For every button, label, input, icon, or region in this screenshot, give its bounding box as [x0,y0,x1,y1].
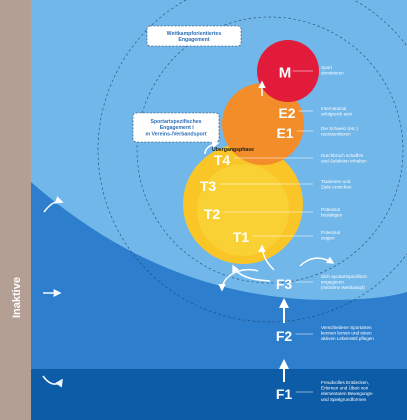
arrow-f3-up [258,244,275,271]
stage-code-e2: E2 [278,105,295,121]
stage-code-t4: T4 [214,152,231,168]
talent-sphere-glow [197,164,289,256]
elite-sphere [222,83,304,165]
dashed-orbit-outer [97,0,407,323]
arrow-t4-e1 [204,140,220,155]
inactive-sidebar [0,0,31,420]
foundation-band [31,369,407,420]
flow-arrow-top [43,196,64,213]
flow-arrow-bottom [42,375,63,388]
phase-label: Übergangsphase [212,146,254,153]
stage-code-t2: T2 [204,206,221,222]
inactive-label: Inaktive [11,277,23,318]
stage-code-f3: F3 [276,276,293,292]
stage-e1: E1 Die Schweiz (etc.)repräsentieren [276,125,358,141]
arrow-f3-right [299,256,335,267]
stage-desc-f1: Freudvolles Entdecken,Erlernen und Üben … [321,380,374,402]
stage-code-t3: T3 [200,178,217,194]
stage-code-m: M [279,64,292,81]
stage-desc-e1: Die Schweiz (etc.)repräsentieren [321,126,358,137]
stage-code-f2: F2 [276,328,293,344]
sportartspezifisch-wave [31,182,407,420]
arrow-f3-t1 [232,264,271,282]
arrow-f3-loop [218,269,259,292]
mastery-sphere [257,40,319,102]
dashed-orbit-middle [136,16,404,284]
stage-f1: F1 Freudvolles Entdecken,Erlernen und Übe… [276,380,374,402]
stage-code-e1: E1 [276,125,293,141]
stage-code-t1: T1 [233,229,250,245]
stage-code-f1: F1 [276,386,293,402]
